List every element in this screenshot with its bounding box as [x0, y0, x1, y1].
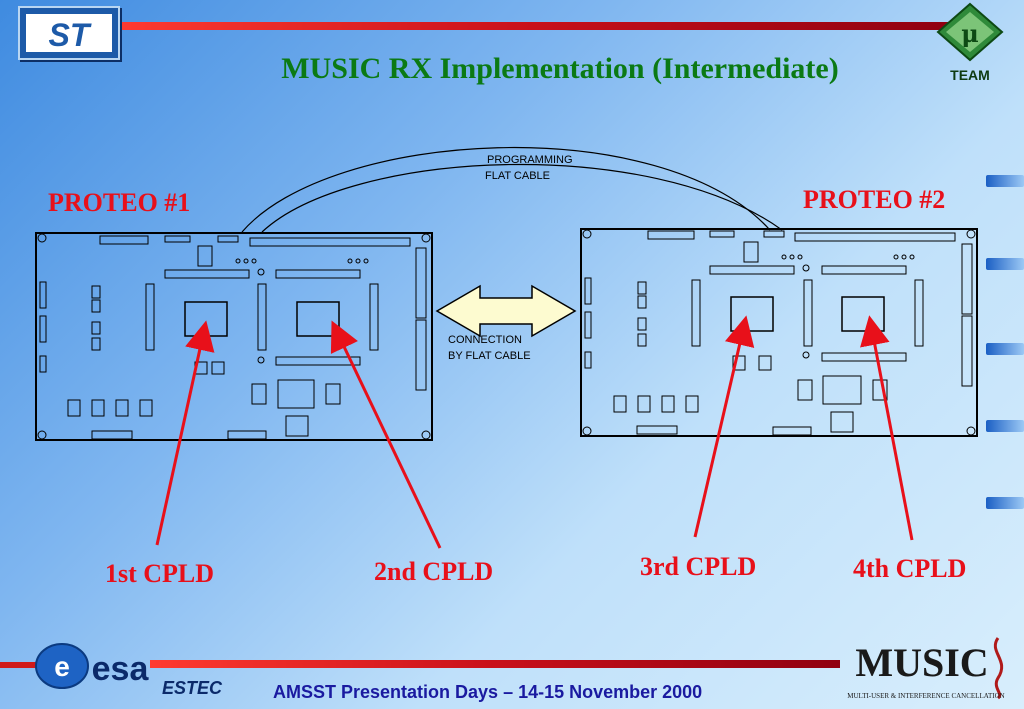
board-proteo-1 [35, 232, 433, 441]
proteo-1-label: PROTEO #1 [48, 188, 191, 217]
arrow-cpld-2 [330, 320, 442, 549]
treble-clef-icon [993, 637, 1004, 700]
arrow-cpld-4 [860, 315, 914, 541]
esa-logo-text: esa [92, 650, 150, 688]
connection-double-arrow [435, 284, 577, 338]
cpld-2-label: 2nd CPLD [374, 557, 494, 586]
cpld-chip-3 [730, 296, 774, 332]
proteo-2-label: PROTEO #2 [803, 185, 946, 214]
cpld-4-label: 4th CPLD [853, 554, 967, 583]
music-logo: MUSIC MULTI-USER & INTERFERENCE CANCELLA… [838, 632, 1018, 704]
cable-label-line-1: PROGRAMMING [487, 154, 573, 166]
cpld-1-label: 1st CPLD [105, 559, 215, 588]
bottom-bar [150, 660, 840, 668]
connection-label-line-2: BY FLAT CABLE [448, 350, 531, 362]
team-logo: μ TEAM [934, 2, 1006, 84]
music-logo-text: MUSIC [855, 640, 988, 685]
deco-tab [986, 175, 1024, 187]
deco-tab [986, 258, 1024, 270]
connection-label-line-1: CONNECTION [448, 334, 522, 346]
st-logo-text: ST [49, 17, 92, 53]
music-logo-subtitle: MULTI-USER & INTERFERENCE CANCELLATION [847, 692, 1004, 700]
arrow-cpld-1 [155, 320, 215, 546]
arrow-cpld-3 [693, 315, 755, 538]
estec-logo-text: ESTEC [162, 678, 223, 698]
board-proteo-2 [580, 228, 978, 437]
bottom-left-bar [0, 662, 40, 668]
team-mark: μ [961, 19, 979, 48]
slide-title: MUSIC RX Implementation (Intermediate) [281, 52, 839, 85]
footer-text: AMSST Presentation Days – 14-15 November… [273, 682, 703, 702]
cable-arc-outer [241, 147, 771, 233]
cable-label-line-2: FLAT CABLE [485, 170, 551, 182]
deco-tab [986, 497, 1024, 509]
cpld-chip-4 [841, 296, 885, 332]
deco-tab [986, 343, 1024, 355]
cable-arc-inner [261, 163, 783, 233]
cpld-3-label: 3rd CPLD [640, 552, 757, 581]
cpld-chip-2 [296, 301, 340, 337]
svg-text:e: e [54, 651, 70, 682]
deco-tab [986, 420, 1024, 432]
esa-logo: e esa ESTEC [32, 640, 242, 700]
cpld-chip-1 [184, 301, 228, 337]
st-logo: ST [18, 6, 120, 60]
team-logo-text: TEAM [950, 67, 990, 83]
top-bar [118, 22, 948, 30]
